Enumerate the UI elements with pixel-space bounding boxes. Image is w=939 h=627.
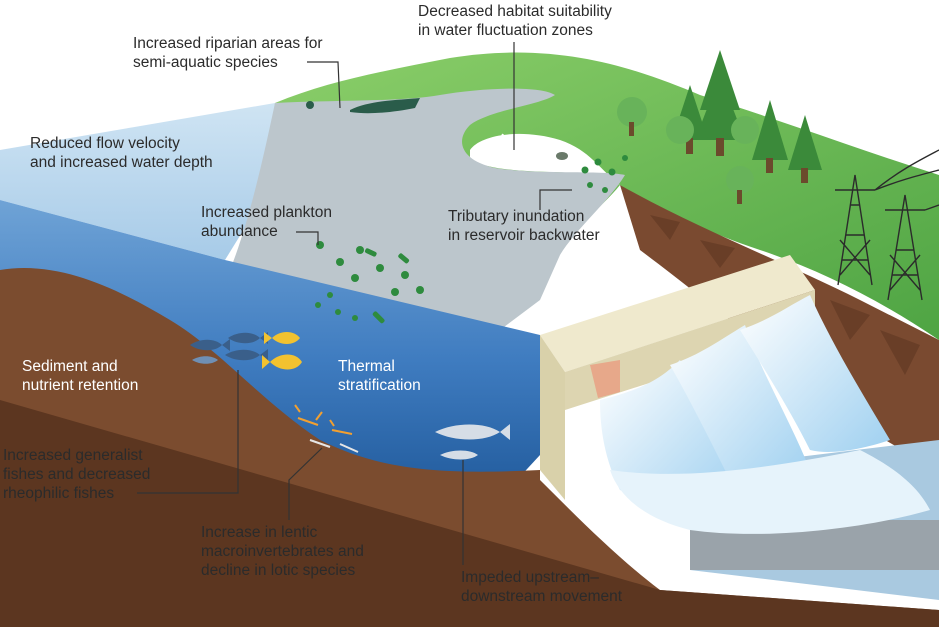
spillway-water bbox=[600, 295, 930, 534]
leader-generalist bbox=[137, 370, 239, 494]
leader-plankton bbox=[296, 231, 319, 245]
turtle-icon bbox=[556, 152, 568, 160]
frog-icon bbox=[306, 101, 314, 109]
fish-icon bbox=[190, 332, 510, 460]
deer-icon bbox=[483, 133, 504, 159]
crocodile-icon bbox=[350, 98, 420, 114]
transmission-tower-icon bbox=[835, 149, 939, 301]
tree-icon bbox=[617, 50, 822, 204]
leader-tributary bbox=[539, 189, 572, 210]
insect-larva-icon bbox=[294, 404, 359, 453]
dam bbox=[540, 255, 815, 500]
water-surface-back bbox=[0, 103, 275, 260]
soil-front-face bbox=[0, 400, 939, 627]
plankton-icon bbox=[315, 155, 628, 324]
leader-riparian bbox=[307, 61, 341, 109]
label-movement: Impeded upstream–downstream movement bbox=[461, 569, 623, 605]
rock-texture bbox=[650, 215, 920, 375]
water-body bbox=[0, 200, 540, 520]
leader-lentic bbox=[288, 447, 323, 520]
reservoir-surface bbox=[230, 88, 625, 330]
